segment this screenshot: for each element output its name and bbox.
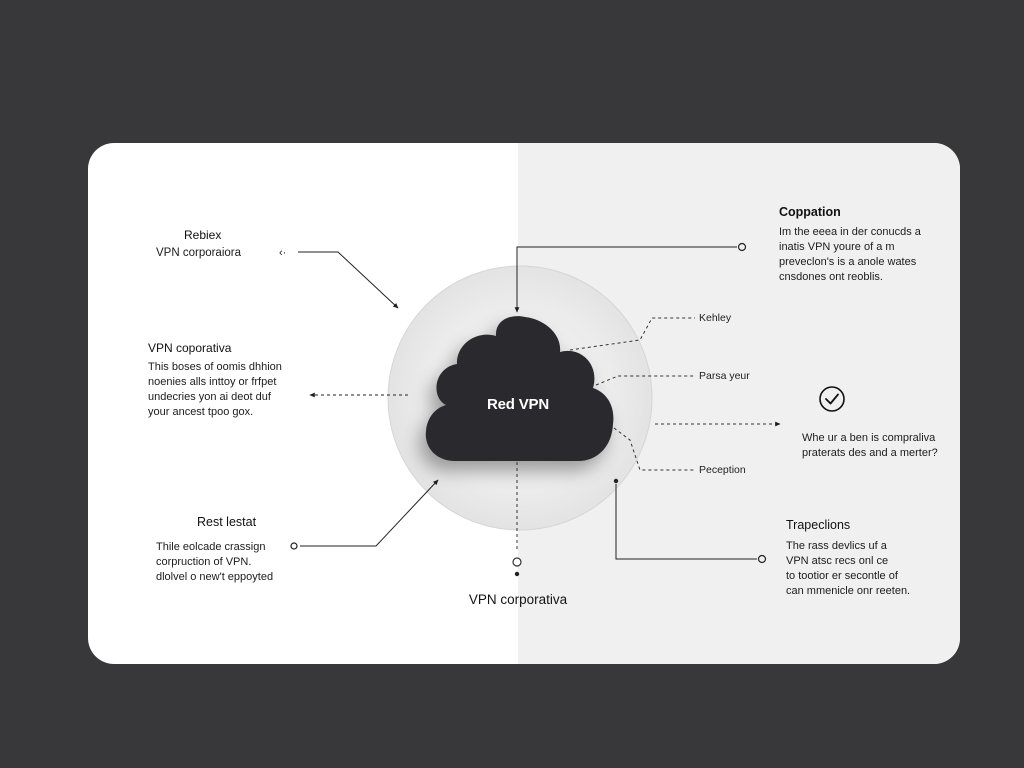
connector-bottom-right-start [613, 478, 619, 484]
right-bottom-line-3: to tootior er secontle of [786, 570, 898, 582]
left-top-node: ‹· [279, 247, 286, 259]
right-top-title: Coppation [779, 205, 841, 219]
connector-parsa [595, 375, 695, 386]
left-middle-line-1: This boses of oomis dhhion [148, 361, 282, 373]
center-bottom-label: VPN corporativa [468, 592, 568, 607]
right-top-line-4: cnsdones ont reoblis. [779, 271, 883, 283]
right-bottom-line-1: The rass devlics uf a [786, 540, 887, 552]
left-bottom-title: Rest lestat [197, 515, 257, 529]
left-bottom-line-3: dlolvel o new't eppoyted [156, 571, 274, 583]
connector-top-right [514, 246, 737, 313]
diagram-card [88, 143, 960, 664]
left-middle-line-4: your ancest tpoo gox. [148, 406, 254, 418]
right-top-node [737, 242, 747, 252]
left-middle-line-3: undecries yon ai deot duf [148, 391, 271, 403]
right-top-line-2: inatis VPN youre of a m [779, 241, 895, 253]
left-top-text: VPN corporaiora [156, 247, 242, 259]
cloud-shape [425, 316, 614, 461]
right-bottom-title: Trapeclions [786, 518, 851, 532]
cloud-label: Red VPN [487, 396, 549, 413]
left-bottom-line-2: corpruction of VPN. [156, 556, 252, 568]
right-middle-line-2: praterats des and a merter? [802, 447, 938, 459]
left-middle-line-2: noenies alls inttoy or frfpet [148, 376, 277, 388]
left-top-title: Rebiex [184, 228, 222, 242]
center-dot [514, 571, 520, 577]
connector-bottom-right [615, 484, 757, 560]
left-bottom-line-1: Thile eolcade crassign [156, 541, 266, 553]
connector-peception [613, 427, 695, 471]
right-middle-line-1: Whe ur a ben is compraliva [802, 432, 936, 444]
right-bottom-node [757, 554, 767, 564]
left-bottom-node [290, 542, 298, 550]
right-bottom-line-2: VPN atsc recs onl ce [786, 555, 889, 567]
right-top-line-3: preveclon's is a anole wates [779, 256, 917, 268]
connector-bottom-left [300, 479, 439, 547]
check-circle-icon [819, 386, 845, 412]
branch-label-parsa: Parsa yeur [699, 370, 750, 382]
right-top-line-1: Im the eeea in der conucds a [779, 226, 921, 238]
left-middle-title: VPN coporativa [148, 341, 232, 355]
right-bottom-line-4: can mmenicle onr reeten. [786, 585, 911, 597]
center-node [512, 557, 522, 567]
connector-top-left [298, 251, 399, 309]
branch-label-peception: Peception [699, 464, 746, 476]
branch-label-kehley: Kehley [699, 312, 732, 324]
